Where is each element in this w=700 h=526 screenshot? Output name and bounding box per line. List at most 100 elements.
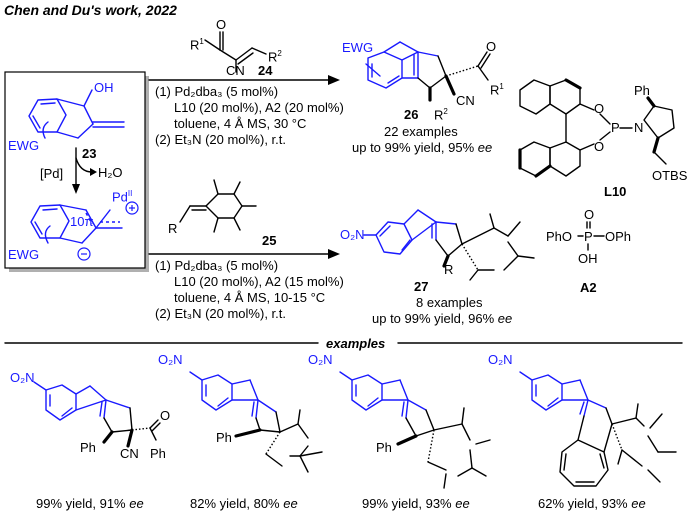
acid-pho: PhO xyxy=(546,229,573,244)
product-26-structure xyxy=(365,41,491,102)
pd-oxidation-state: II xyxy=(127,189,133,198)
product-27-structure xyxy=(363,209,535,281)
product-r2-sup: 2 xyxy=(443,107,448,116)
product-27-no2: O₂N xyxy=(340,227,365,242)
example-3-yield: 99% yield, 93% xyxy=(362,496,456,511)
product-26-r2: R2 xyxy=(434,104,448,122)
ligand-label: L10 xyxy=(604,184,627,199)
complex-ewg: EWG xyxy=(8,247,40,262)
substrate-oh: OH xyxy=(94,80,114,95)
ligand-otbs: OTBS xyxy=(652,168,688,183)
reagent-25-label: 25 xyxy=(262,233,277,248)
example-1-yield: 99% yield, 91% xyxy=(36,496,130,511)
acid-oh: OH xyxy=(578,251,598,266)
reaction1-condition-4: (2) Et₃N (20 mol%), r.t. xyxy=(155,132,286,147)
acid-p: P xyxy=(584,229,593,244)
substrate-label: 23 xyxy=(82,146,97,161)
example-3-result: 99% yield, 93% ee xyxy=(362,496,470,511)
pd-complex-structure xyxy=(30,201,139,261)
reaction1-condition-3: toluene, 4 Å MS, 30 °C xyxy=(174,116,307,131)
reaction2-condition-1: (1) Pd₂dba₃ (5 mol%) xyxy=(155,258,279,273)
example-2-ph: Ph xyxy=(216,430,232,445)
product-26-ewg: EWG xyxy=(342,40,374,55)
ligand-ph: Ph xyxy=(634,83,650,98)
product-26-label: 26 xyxy=(404,107,419,122)
acid-o: O xyxy=(584,207,595,222)
example-3-no2: O₂N xyxy=(308,352,333,367)
r1-symbol: R xyxy=(190,37,200,53)
example-2-yield: 82% yield, 80% xyxy=(190,496,284,511)
example-1-o: O xyxy=(160,408,171,423)
ligand-o-top: O xyxy=(594,101,605,116)
example-1-structure xyxy=(33,381,161,448)
positive-charge-icon xyxy=(125,201,139,215)
r2-sup: 2 xyxy=(277,49,282,58)
reaction2-condition-2: L10 (20 mol%), A2 (15 mol%) xyxy=(174,274,344,289)
acid-oph: OPh xyxy=(605,229,632,244)
reaction1-examples-count: 22 examples xyxy=(384,124,458,139)
product-27-label: 27 xyxy=(414,279,429,294)
ligand-n: N xyxy=(634,120,644,135)
reaction2-condition-3: toluene, 4 Å MS, 10-15 °C xyxy=(174,290,326,305)
reagent-24-structure xyxy=(204,31,267,73)
example-4-structure xyxy=(519,371,677,487)
examples-section-title: examples xyxy=(326,336,386,351)
water-label: H₂O xyxy=(98,165,123,180)
reaction1-arrowhead xyxy=(328,75,340,85)
reaction1-yield-text: up to 99% yield, 95% xyxy=(352,140,478,155)
reaction1-ee: ee xyxy=(477,140,493,155)
reagent-24-cn: CN xyxy=(226,63,245,78)
product-27-r: R xyxy=(444,262,454,277)
acid-label: A2 xyxy=(580,280,597,295)
inset-arrowhead xyxy=(72,184,80,194)
reaction2-examples-count: 8 examples xyxy=(416,295,483,310)
pd-ii-label: PdII xyxy=(112,186,132,204)
reagent-24-r1: R1 xyxy=(190,34,204,52)
pd-catalyst-label: [Pd] xyxy=(40,166,64,181)
substrate-ewg: EWG xyxy=(8,138,40,153)
reaction2-ee: ee xyxy=(497,311,513,326)
example-1-result: 99% yield, 91% ee xyxy=(36,496,144,511)
ligand-l10-structure xyxy=(518,78,675,178)
reaction1-condition-2: L10 (20 mol%), A2 (20 mol%) xyxy=(174,100,344,115)
ligand-o-bottom: O xyxy=(594,139,605,154)
reaction1-condition-1: (1) Pd₂dba₃ (5 mol%) xyxy=(155,84,279,99)
example-1-cn: CN xyxy=(120,446,139,461)
product-r1-symbol: R xyxy=(490,82,500,98)
negative-charge-icon xyxy=(77,247,91,261)
reaction2-scope: up to 99% yield, 96% ee xyxy=(372,311,512,326)
reaction1-scope: up to 99% yield, 95% ee xyxy=(352,140,492,155)
product-26-r1: R1 xyxy=(490,79,504,97)
reaction2-yield-text: up to 99% yield, 96% xyxy=(372,311,498,326)
reagent-24-r2: R2 xyxy=(268,46,282,64)
product-26-o: O xyxy=(486,39,497,54)
example-1-ph: Ph xyxy=(80,440,96,455)
example-3-structure xyxy=(339,371,491,489)
reaction2-condition-4: (2) Et₃N (20 mol%), r.t. xyxy=(155,306,286,321)
example-2-ee: ee xyxy=(283,496,298,511)
r1-sup: 1 xyxy=(199,37,204,46)
scheme-title: Chen and Du's work, 2022 xyxy=(4,2,177,18)
example-4-result: 62% yield, 93% ee xyxy=(538,496,646,511)
example-2-no2: O₂N xyxy=(158,352,183,367)
pd-symbol: Pd xyxy=(112,189,128,205)
ligand-p: P xyxy=(611,120,620,135)
reagent-25-r: R xyxy=(168,221,178,236)
water-loss-arrowhead xyxy=(90,168,97,176)
product-r1-sup: 1 xyxy=(499,82,504,91)
reagent-25-structure xyxy=(179,179,257,233)
product-r2-symbol: R xyxy=(434,107,444,123)
example-3-ph: Ph xyxy=(376,440,392,455)
r2-symbol: R xyxy=(268,49,278,65)
inset-box xyxy=(4,71,146,269)
product-26-cn: CN xyxy=(456,93,475,108)
example-1-ph-ketone: Ph xyxy=(150,446,166,461)
example-1-no2: O₂N xyxy=(10,370,35,385)
example-2-result: 82% yield, 80% ee xyxy=(190,496,298,511)
example-4-no2: O₂N xyxy=(488,352,513,367)
ten-pi-label: 10π xyxy=(70,214,94,229)
example-4-ee: ee xyxy=(631,496,646,511)
reagent-24-label: 24 xyxy=(258,63,273,78)
example-4-yield: 62% yield, 93% xyxy=(538,496,632,511)
